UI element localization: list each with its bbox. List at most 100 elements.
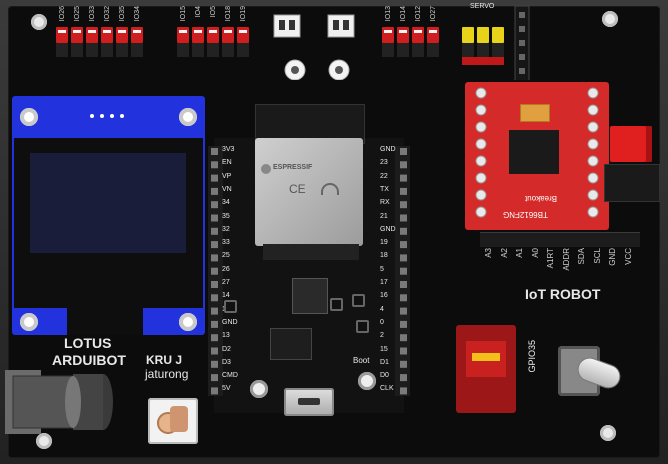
oled-hole-tr (179, 108, 197, 126)
esp-pin-label: 34 (222, 199, 230, 207)
esp-pin-label: 15 (380, 345, 388, 353)
voltage-regulator-chip (292, 278, 328, 314)
mount-hole-top-left (31, 14, 47, 30)
esp32-antenna (255, 104, 365, 144)
lcd-pin-label: GND (608, 248, 617, 266)
oled-pin-dots (90, 114, 124, 118)
esp-pin-label: 14 (222, 292, 230, 300)
espressif-logo (261, 164, 271, 174)
esp-pin-label: 26 (222, 265, 230, 273)
header-pin (86, 27, 98, 43)
esp-pin-label: VP (222, 172, 232, 180)
header-pin (192, 27, 204, 43)
lcd-pin-label: SCL (592, 248, 602, 264)
oled-screen (30, 153, 186, 253)
top-header-strips (56, 5, 530, 80)
oled-display-module (12, 96, 205, 335)
servo-label: SERVO (470, 3, 495, 10)
jumper-left (273, 14, 301, 38)
push-button-cap-side (170, 406, 188, 432)
esp-pin-label: 17 (380, 279, 388, 286)
driver-label: TB6612FNG (503, 210, 548, 219)
esp-pin-label: 32 (222, 225, 230, 233)
led-right (328, 59, 350, 80)
reset-push-button[interactable] (148, 398, 198, 444)
header-pin (116, 27, 128, 43)
header-pin (427, 27, 439, 43)
header-pin (462, 27, 474, 43)
boot-label: Boot (353, 356, 370, 365)
esp-pin-label: 18 (380, 252, 388, 260)
jumper-right (327, 14, 355, 38)
esp-pin-label: 23 (380, 159, 388, 167)
driver-capacitor (520, 104, 550, 122)
esp32-module-body (263, 244, 359, 260)
driver-brand: Breakout (525, 194, 558, 203)
header-pin (56, 43, 68, 57)
lcd-pin-label: A1 (515, 248, 524, 258)
header-pin (207, 27, 219, 43)
header-pin (101, 43, 113, 57)
oled-glass (14, 138, 203, 308)
header-strip-group-2 (177, 27, 249, 57)
en-button-esp[interactable] (250, 380, 268, 398)
lcd-pin-label: A2 (499, 248, 509, 258)
motor-driver-board: TB6612FNG Breakout (465, 82, 609, 230)
toggle-switch[interactable] (558, 346, 623, 396)
header-pin (477, 27, 489, 43)
power-switch-base (604, 164, 660, 202)
dc-power-jack (5, 370, 113, 434)
header-strip-group-3 (382, 27, 439, 57)
lotus-label: LOTUS (64, 335, 112, 351)
lcd-pin-label: VCC (623, 248, 633, 265)
header-pin (101, 27, 113, 43)
header-pin (237, 27, 249, 43)
oled-hole-tl (20, 108, 38, 126)
lcd-header-strip (480, 232, 640, 247)
esp-pin-label: VN (222, 185, 232, 193)
esp-pin-label: TX (380, 185, 389, 193)
esp-pin-label: D0 (380, 372, 389, 380)
oled-hole-br (179, 313, 197, 331)
led-left (284, 59, 306, 80)
kru-label: KRU J (146, 353, 183, 367)
power-switch[interactable] (610, 126, 652, 162)
mount-hole-bottom-left (36, 433, 52, 449)
driver-ic (509, 130, 559, 174)
esp-pin-label: D2 (222, 345, 231, 353)
esp32-right-header (395, 146, 410, 396)
header-pin (131, 27, 143, 43)
usb-uart-chip (270, 328, 312, 360)
esp-pin-label: 4 (380, 305, 384, 313)
header-pin (382, 27, 394, 43)
esp-pin-label: 33 (222, 239, 230, 247)
arduibot-label: ARDUIBOT (52, 352, 126, 368)
esp-pin-label: GND (380, 146, 396, 153)
header-pin (177, 27, 189, 43)
esp-pin-label: EN (222, 159, 232, 167)
esp-pin-label: CMD (222, 372, 238, 380)
ce-mark: CE (289, 182, 306, 196)
esp-pin-label: 27 (222, 279, 230, 286)
lcd-pin-label: A1RT (546, 248, 555, 269)
esp-pin-label: GND (222, 318, 238, 326)
vertical-header-strip (514, 5, 530, 80)
lcd-pin-label: A0 (530, 248, 540, 258)
mount-hole-bottom-right (600, 425, 616, 441)
boot-button-esp[interactable] (358, 372, 376, 390)
esp-pin-label: 5V (222, 385, 231, 393)
esp-pin-label: 22 (380, 172, 388, 180)
esp-pin-label: 3V3 (222, 146, 235, 153)
esp-pin-label: 2 (380, 332, 384, 340)
header-pin (397, 27, 409, 43)
esp-pin-label: D1 (380, 358, 389, 366)
lcd-pin-label: SDA (577, 248, 586, 265)
esp-pin-label: 16 (380, 292, 388, 300)
usb-port (284, 388, 334, 416)
esp-pin-label: 35 (222, 212, 230, 220)
oled-hole-bl (20, 313, 38, 331)
header-pin (492, 27, 504, 43)
lcd-pin-label: ADDR (561, 248, 571, 271)
esp-pin-label: 13 (222, 332, 230, 340)
